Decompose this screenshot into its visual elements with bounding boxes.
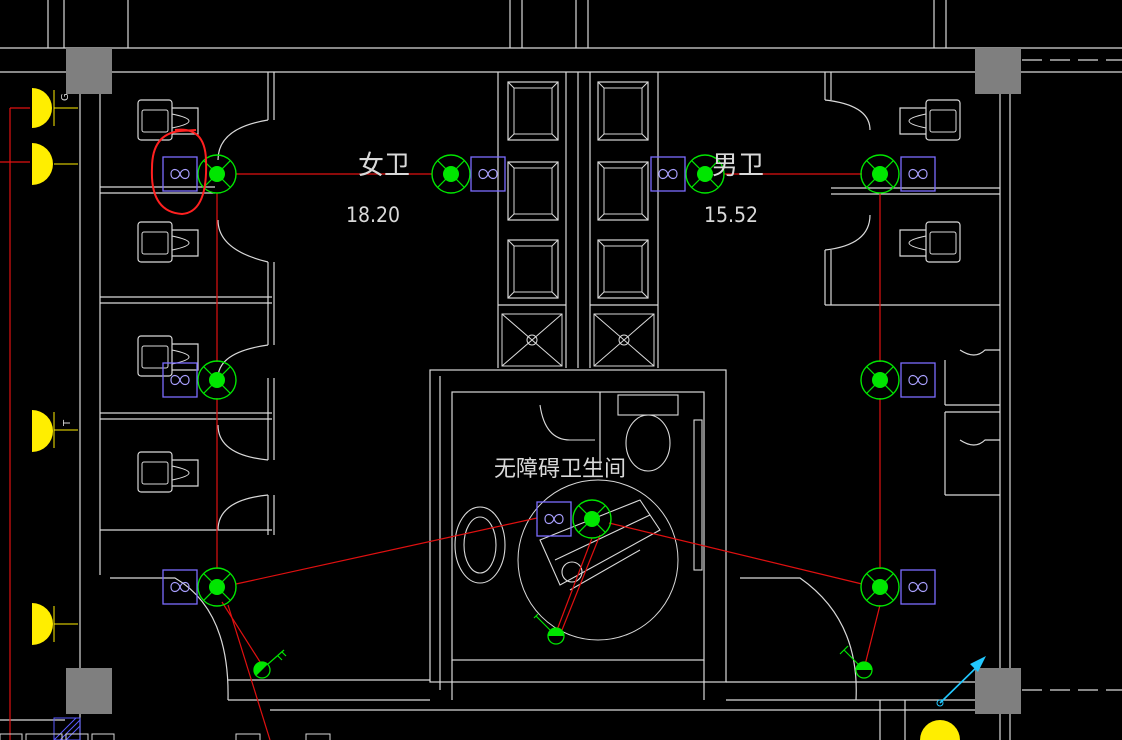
switch-icon-accessible [533, 613, 565, 645]
markup-circle [150, 128, 208, 216]
structural-columns [66, 48, 1021, 714]
switch-icon-group [253, 613, 873, 679]
panel-lamps [32, 88, 960, 740]
shaft-units [501, 81, 655, 367]
hatched-block [53, 717, 81, 740]
edge-tag-t: T [62, 419, 73, 427]
room-name-women: 女卫 [358, 151, 410, 181]
hatch-pattern [53, 717, 81, 740]
room-area-women: 18.20 [346, 203, 400, 227]
room-name-men: 男卫 [712, 151, 764, 181]
accessible-fixtures [454, 394, 703, 641]
room-area-men: 15.52 [704, 203, 758, 227]
switch-icon-men [839, 645, 873, 679]
toilets-women [137, 99, 199, 493]
ceiling-lights [197, 154, 900, 607]
switch-icon-women [253, 649, 287, 679]
annotation-arrow-icon [936, 656, 986, 707]
room-name-accessible: 无障碍卫生间 [494, 457, 626, 482]
toilets-men [899, 99, 961, 263]
wiring-lines [0, 107, 881, 740]
edge-tag-g: G [60, 93, 71, 101]
bottom-status-strip [0, 733, 331, 740]
